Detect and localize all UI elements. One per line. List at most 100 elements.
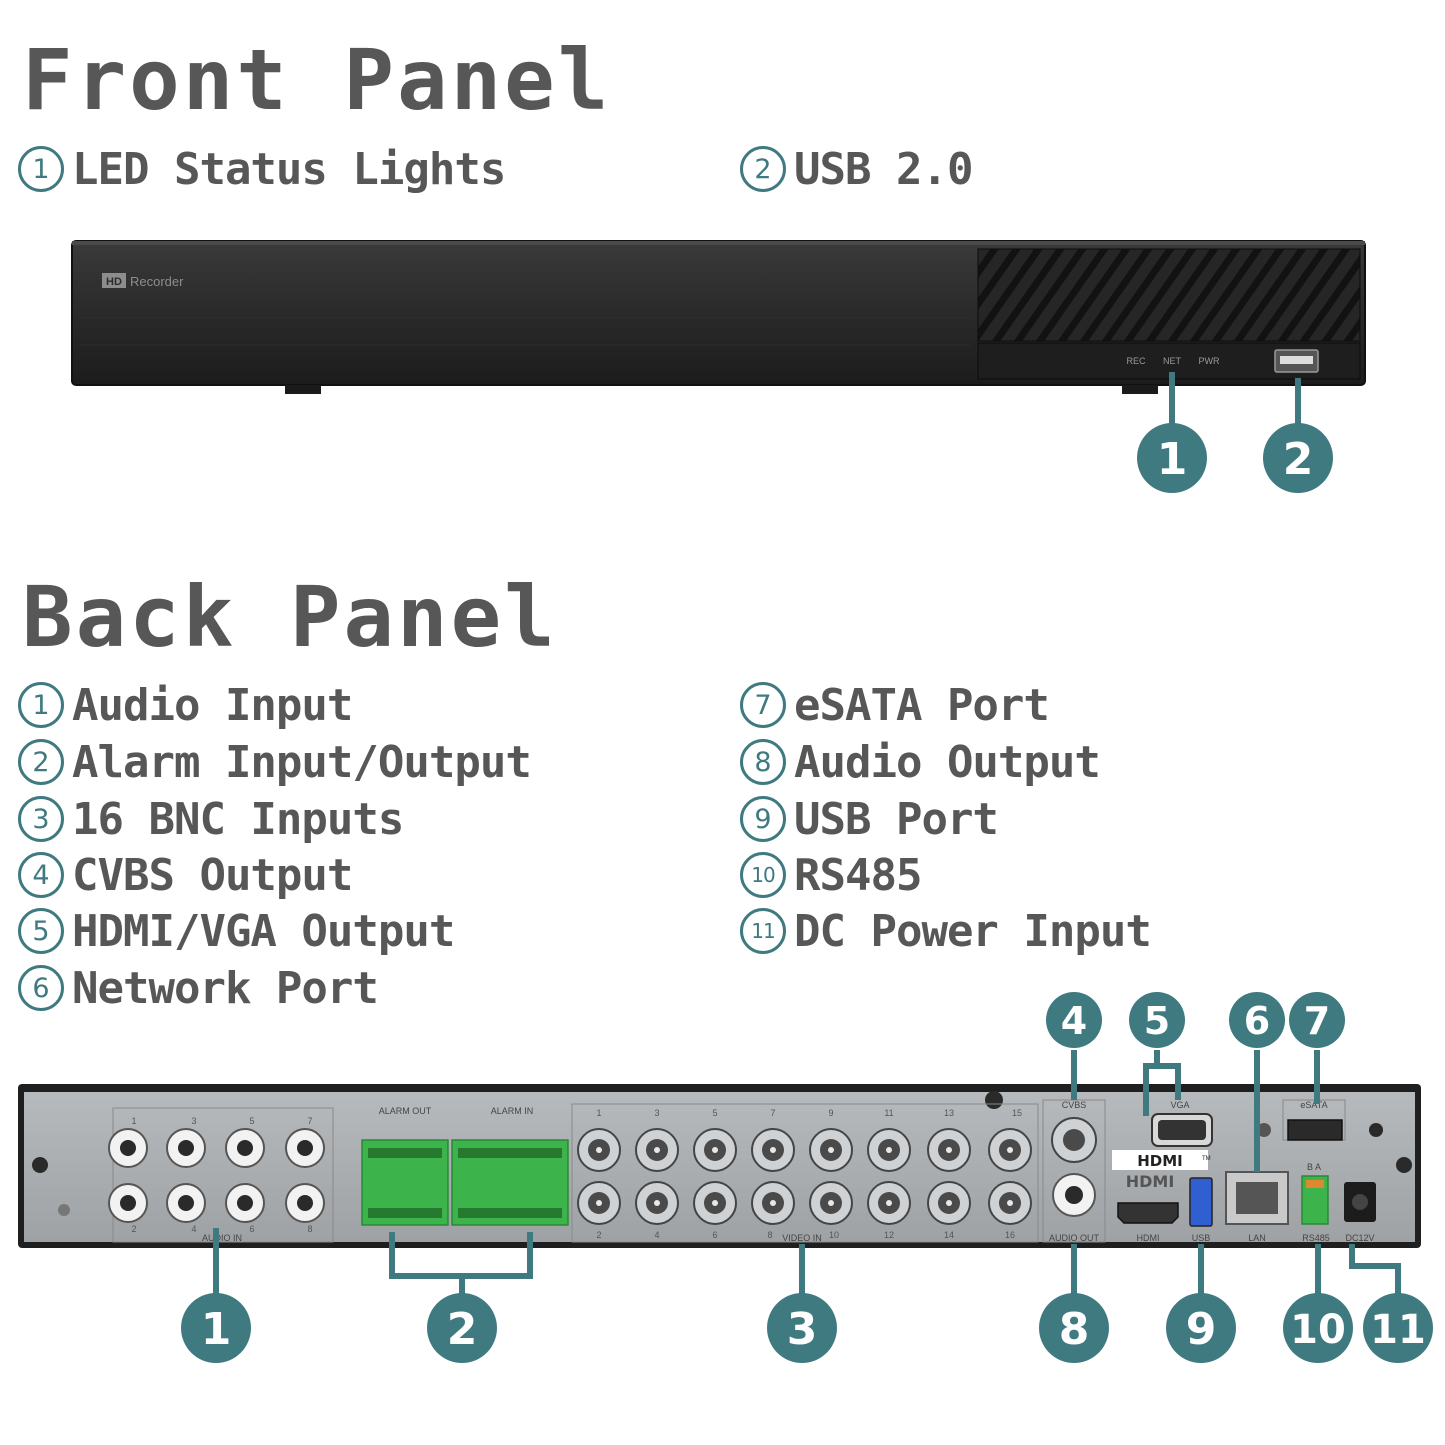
legend-label: HDMI/VGA Output	[72, 905, 455, 957]
svg-text:5: 5	[249, 1116, 254, 1126]
alarm-out-label: ALARM OUT	[379, 1106, 432, 1116]
usb-label: USB	[1192, 1233, 1211, 1243]
front-legend-item-2: 2 USB 2.0	[740, 142, 973, 196]
legend-label: RS485	[794, 849, 922, 901]
svg-text:9: 9	[828, 1108, 833, 1118]
legend-number: 2	[18, 739, 64, 785]
legend-label: Audio Input	[72, 679, 353, 731]
back-legend-item-1: 1 Audio Input	[18, 678, 353, 732]
legend-label: USB Port	[794, 793, 999, 845]
back-callout-4: 4	[1046, 992, 1102, 1048]
recorder-badge-text: Recorder	[130, 274, 184, 289]
back-callout-11: 11	[1363, 1293, 1433, 1363]
back-legend-item-8: 8 Audio Output	[740, 735, 1101, 789]
svg-text:1: 1	[201, 1304, 232, 1355]
back-legend-item-9: 9 USB Port	[740, 792, 999, 846]
svg-text:3: 3	[787, 1304, 818, 1355]
back-callout-10: 10	[1283, 1293, 1353, 1363]
svg-text:2: 2	[1283, 434, 1314, 485]
back-legend-item-2: 2 Alarm Input/Output	[18, 735, 532, 789]
svg-text:13: 13	[944, 1108, 954, 1118]
back-legend-item-11: 11 DC Power Input	[740, 904, 1152, 958]
legend-number: 2	[740, 146, 786, 192]
svg-text:7: 7	[1304, 999, 1330, 1043]
legend-label: eSATA Port	[794, 679, 1050, 731]
dc12v-label: DC12V	[1345, 1233, 1374, 1243]
legend-label: Network Port	[72, 962, 379, 1014]
svg-text:1: 1	[596, 1108, 601, 1118]
front-callout-2: 2	[1263, 423, 1333, 493]
rca-audio-connectors	[108, 1128, 325, 1223]
hd-badge-text: HD	[106, 276, 122, 288]
legend-label: Alarm Input/Output	[72, 736, 532, 788]
svg-text:14: 14	[944, 1230, 954, 1240]
vga-label: VGA	[1170, 1100, 1189, 1110]
back-legend-item-10: 10 RS485	[740, 848, 922, 902]
audio-out-connector	[1052, 1173, 1096, 1217]
front-panel-title: Front Panel	[22, 31, 612, 129]
legend-number: 7	[740, 682, 786, 728]
audio-in-label: AUDIO IN	[202, 1233, 242, 1243]
legend-number: 10	[740, 852, 786, 898]
back-callout-8: 8	[1039, 1293, 1109, 1363]
hdmi-port	[1117, 1202, 1179, 1224]
legend-number: 1	[18, 682, 64, 728]
legend-label: CVBS Output	[72, 849, 353, 901]
legend-number: 4	[18, 852, 64, 898]
svg-text:HDMI: HDMI	[1137, 1233, 1160, 1243]
back-callout-3: 3	[767, 1293, 837, 1363]
legend-label: LED Status Lights	[72, 143, 506, 195]
legend-number: 6	[18, 965, 64, 1011]
back-legend-item-4: 4 CVBS Output	[18, 848, 353, 902]
back-callout-7: 7	[1289, 992, 1345, 1048]
legend-number: 11	[740, 908, 786, 954]
hdmi-logo-label: HDMI	[1137, 1152, 1183, 1170]
back-callout-2: 2	[427, 1293, 497, 1363]
svg-text:1: 1	[131, 1116, 136, 1126]
cvbs-label: CVBS	[1062, 1100, 1087, 1110]
svg-text:4: 4	[1061, 999, 1087, 1043]
legend-label: 16 BNC Inputs	[72, 793, 404, 845]
svg-text:7: 7	[770, 1108, 775, 1118]
svg-text:10: 10	[1290, 1307, 1346, 1353]
svg-text:5: 5	[712, 1108, 717, 1118]
svg-text:8: 8	[767, 1230, 772, 1240]
svg-text:8: 8	[307, 1224, 312, 1234]
svg-text:6: 6	[712, 1230, 717, 1240]
svg-text:11: 11	[1370, 1307, 1426, 1353]
hd-badge	[102, 273, 126, 288]
legend-label: Audio Output	[794, 736, 1101, 788]
legend-number: 9	[740, 796, 786, 842]
svg-text:2: 2	[447, 1304, 478, 1355]
trademark-label: TM	[1202, 1156, 1211, 1162]
svg-text:6: 6	[249, 1224, 254, 1234]
rs485-label: RS485	[1302, 1233, 1330, 1243]
cvbs-bnc-connector	[1051, 1117, 1097, 1163]
legend-label: USB 2.0	[794, 143, 973, 195]
video-in-group	[571, 1103, 1039, 1243]
bnc-video-connectors	[577, 1128, 1032, 1225]
svg-text:9: 9	[1186, 1304, 1217, 1355]
front-foot	[285, 385, 321, 394]
back-legend-item-3: 3 16 BNC Inputs	[18, 792, 404, 846]
esata-port	[1287, 1119, 1343, 1141]
svg-text:4: 4	[654, 1230, 659, 1240]
back-callout-1: 1	[181, 1293, 251, 1363]
back-callout-6: 6	[1229, 992, 1285, 1048]
hdmi-panel-label: HDMI	[1126, 1172, 1175, 1191]
front-callout-1: 1	[1137, 423, 1207, 493]
alarm-in-label: ALARM IN	[491, 1106, 534, 1116]
legend-number: 5	[18, 908, 64, 954]
front-legend-item-1: 1 LED Status Lights	[18, 142, 506, 196]
back-legend-item-7: 7 eSATA Port	[740, 678, 1050, 732]
svg-text:8: 8	[1059, 1304, 1090, 1355]
led-label-pwr: PWR	[1199, 356, 1220, 366]
front-foot	[1122, 385, 1158, 394]
audio-out-label: AUDIO OUT	[1049, 1233, 1100, 1243]
svg-text:16: 16	[1005, 1230, 1015, 1240]
legend-number: 3	[18, 796, 64, 842]
led-label-rec: REC	[1126, 356, 1146, 366]
back-callout-5: 5	[1129, 992, 1185, 1048]
legend-number: 8	[740, 739, 786, 785]
